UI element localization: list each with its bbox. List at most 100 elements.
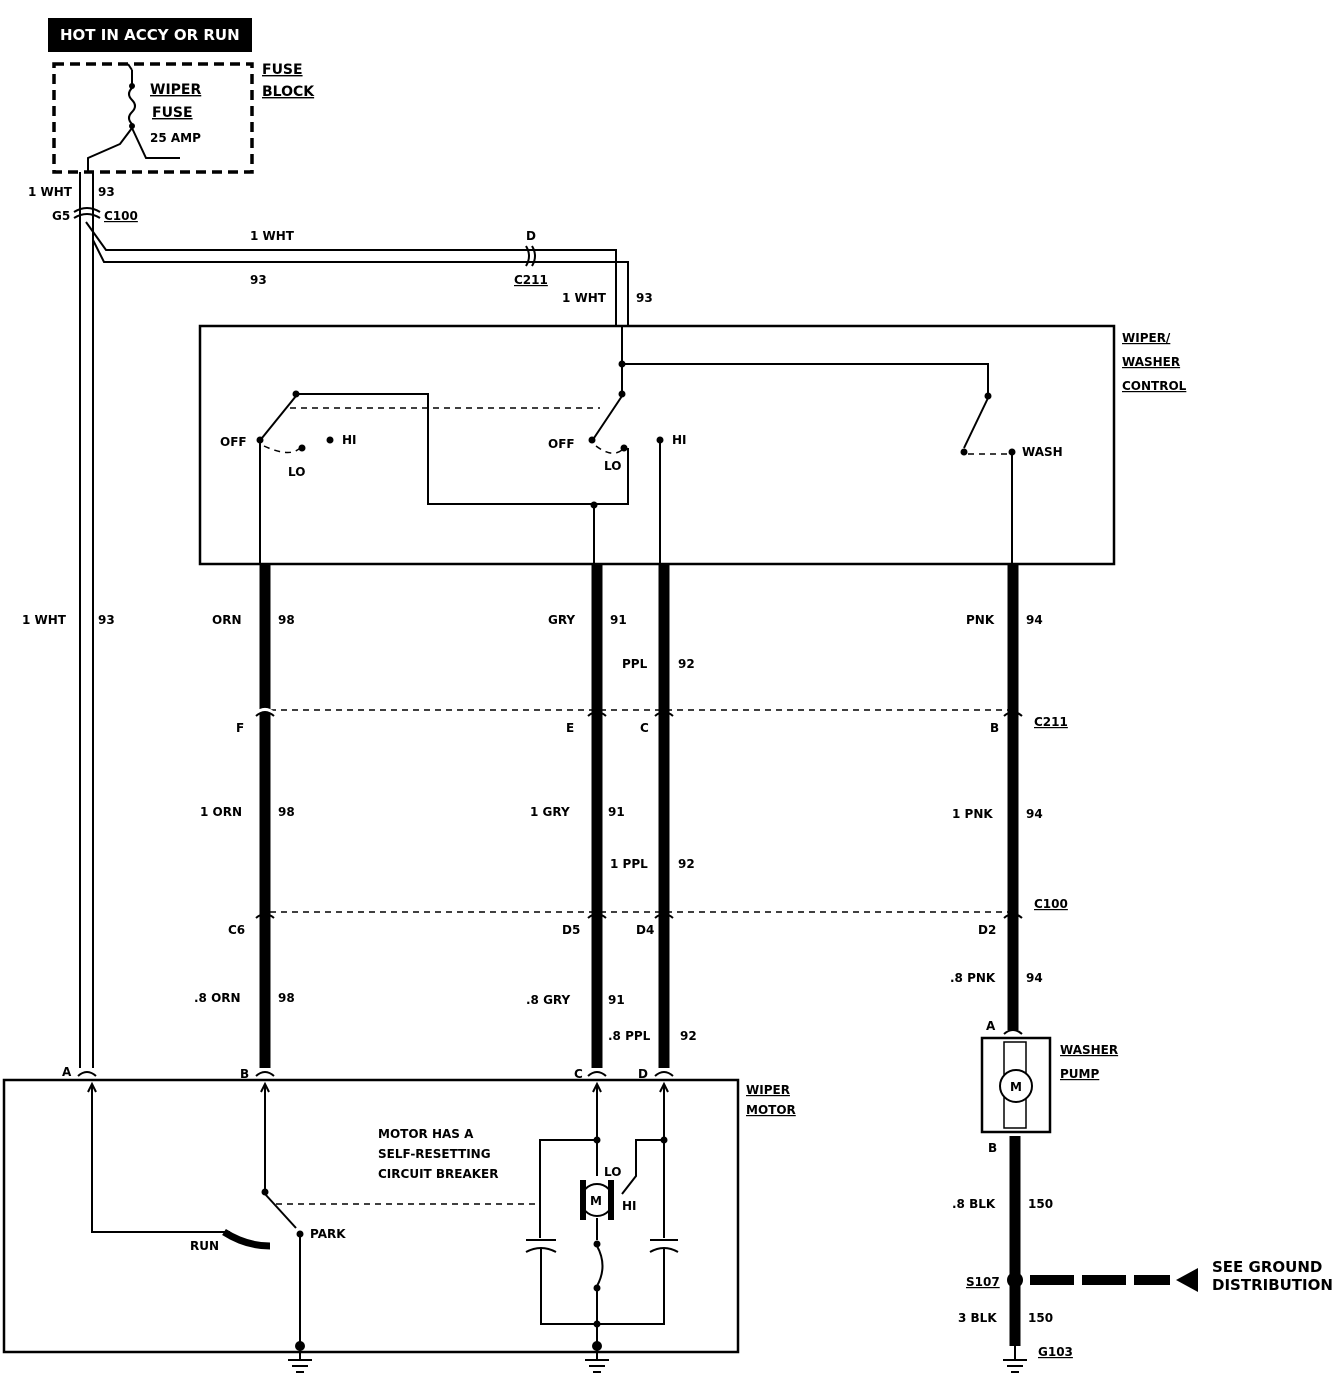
upper-pnk: PNK bbox=[966, 613, 995, 627]
fuse-icon bbox=[87, 63, 180, 172]
c211-label: C211 bbox=[1034, 715, 1068, 729]
c211-pin-c: C bbox=[640, 721, 649, 735]
wiper-motor: WIPER MOTOR A B C D RUN PARK MOTOR HAS A… bbox=[2, 1065, 796, 1373]
upper-gry: GRY bbox=[548, 613, 575, 627]
lower-ppl-ckt: 92 bbox=[680, 1029, 697, 1043]
wiper-washer-control: WIPER/ WASHER CONTROL OFF LO HI bbox=[198, 324, 1187, 566]
mid-orn: 1 ORN bbox=[200, 805, 242, 819]
wash-label: WASH bbox=[1022, 445, 1063, 459]
mid-pnk: 1 PNK bbox=[952, 807, 993, 821]
splice-s107 bbox=[1007, 1272, 1023, 1288]
control-label-2: WASHER bbox=[1122, 355, 1180, 369]
ground-heavy: 3 BLK bbox=[958, 1311, 997, 1325]
motor-label-1: WIPER bbox=[746, 1083, 790, 1097]
ground-blk: .8 BLK bbox=[952, 1197, 996, 1211]
upper-ppl: PPL bbox=[622, 657, 648, 671]
control-label-1: WIPER/ bbox=[1122, 331, 1171, 345]
motor-m: M bbox=[590, 1194, 602, 1208]
branch-c211-label: C211 bbox=[514, 273, 548, 287]
upper-wire-labels: ORN 98 GRY 91 PPL 92 PNK 94 bbox=[212, 613, 1043, 671]
feed-wire-93: 1 WHT 93 G5 C100 1 WHT 93 D C211 1 WHT 9… bbox=[22, 172, 653, 1068]
c211-pin-b: B bbox=[990, 721, 999, 735]
sw2-off: OFF bbox=[548, 437, 575, 451]
c100-connector-row: C6 D5 D4 D2 C100 bbox=[228, 897, 1068, 937]
mid-ppl: 1 PPL bbox=[610, 857, 648, 871]
upper-gry-ckt: 91 bbox=[610, 613, 627, 627]
lower-ppl: .8 PPL bbox=[608, 1029, 651, 1043]
motor-lo: LO bbox=[604, 1165, 621, 1179]
mid-orn-ckt: 98 bbox=[278, 805, 295, 819]
lower-gry-ckt: 91 bbox=[608, 993, 625, 1007]
ground-circuit: .8 BLK 150 S107 SEE GROUND DISTRIBUTION … bbox=[952, 1136, 1333, 1373]
c211-connector-row: F E C B C211 bbox=[236, 708, 1068, 735]
motor-pin-d: D bbox=[638, 1067, 648, 1081]
feed-c100-label: C100 bbox=[104, 209, 138, 223]
fuse-block-label-1: FUSE bbox=[262, 62, 303, 78]
feed-color-top: 1 WHT bbox=[28, 185, 73, 199]
lower-orn-ckt: 98 bbox=[278, 991, 295, 1005]
mid-ppl-ckt: 92 bbox=[678, 857, 695, 871]
motor-note-2: SELF-RESETTING bbox=[378, 1147, 491, 1161]
upper-ppl-ckt: 92 bbox=[678, 657, 695, 671]
branch-circuit: 93 bbox=[250, 273, 267, 287]
lower-orn: .8 ORN bbox=[194, 991, 241, 1005]
c100-pin-d5: D5 bbox=[562, 923, 580, 937]
sw2-lo: LO bbox=[604, 459, 621, 473]
power-header: HOT IN ACCY OR RUN bbox=[48, 18, 252, 52]
motor-park: PARK bbox=[310, 1227, 346, 1241]
pump-m: M bbox=[1010, 1080, 1022, 1094]
upper-pnk-ckt: 94 bbox=[1026, 613, 1043, 627]
ground-heavy-ckt: 150 bbox=[1028, 1311, 1053, 1325]
ground-blk-ckt: 150 bbox=[1028, 1197, 1053, 1211]
upper-orn-ckt: 98 bbox=[278, 613, 295, 627]
ground-icon-g103 bbox=[1003, 1346, 1027, 1373]
feed-color-long: 1 WHT bbox=[22, 613, 67, 627]
mid-gry: 1 GRY bbox=[530, 805, 570, 819]
ground-g103: G103 bbox=[1038, 1345, 1073, 1359]
wiper-fuse-label-2: FUSE bbox=[152, 105, 193, 121]
header-title: HOT IN ACCY OR RUN bbox=[60, 26, 240, 44]
c211-pin-f: F bbox=[236, 721, 244, 735]
motor-note-1: MOTOR HAS A bbox=[378, 1127, 474, 1141]
c100-pin-d4: D4 bbox=[636, 923, 654, 937]
motor-label-2: MOTOR bbox=[746, 1103, 796, 1117]
pump-pin-a: A bbox=[986, 1019, 996, 1033]
see-ground-1: SEE GROUND bbox=[1212, 1258, 1322, 1276]
splice-label: S107 bbox=[966, 1275, 1000, 1289]
mid-gry-ckt: 91 bbox=[608, 805, 625, 819]
feed-circuit-top: 93 bbox=[98, 185, 115, 199]
c100-pin-c6: C6 bbox=[228, 923, 245, 937]
motor-hi: HI bbox=[622, 1199, 637, 1213]
lower-gry: .8 GRY bbox=[526, 993, 571, 1007]
c211-pin-e: E bbox=[566, 721, 574, 735]
c100-pin-d2: D2 bbox=[978, 923, 996, 937]
control-label-3: CONTROL bbox=[1122, 379, 1187, 393]
branch-color: 1 WHT bbox=[250, 229, 295, 243]
feed-c100-pin: G5 bbox=[52, 209, 70, 223]
washer-pump: M A B WASHER PUMP bbox=[980, 1019, 1118, 1155]
fuse-block-label-2: BLOCK bbox=[262, 84, 315, 100]
branch-c211-pin: D bbox=[526, 229, 536, 243]
motor-run: RUN bbox=[190, 1239, 219, 1253]
ground-icon-motor bbox=[585, 1350, 609, 1373]
sw1-hi: HI bbox=[342, 433, 357, 447]
motor-pin-c: C bbox=[574, 1067, 583, 1081]
switch-feed-circuit: 93 bbox=[636, 291, 653, 305]
arrow-icon bbox=[1176, 1268, 1198, 1292]
motor-icon: M bbox=[580, 1180, 614, 1220]
lower-wire-labels: .8 ORN 98 .8 GRY 91 .8 PPL 92 .8 PNK 94 bbox=[194, 971, 1043, 1043]
mid-pnk-ckt: 94 bbox=[1026, 807, 1043, 821]
wiper-fuse-label-1: WIPER bbox=[150, 82, 201, 98]
mid-wire-labels: 1 ORN 98 1 GRY 91 1 PPL 92 1 PNK 94 bbox=[200, 805, 1043, 871]
switch-1: OFF LO HI bbox=[220, 390, 600, 564]
motor-pin-a: A bbox=[62, 1065, 72, 1079]
pump-pin-b: B bbox=[988, 1141, 997, 1155]
feed-circuit-long: 93 bbox=[98, 613, 115, 627]
sw2-hi: HI bbox=[672, 433, 687, 447]
motor-note-3: CIRCUIT BREAKER bbox=[378, 1167, 499, 1181]
ground-icon-park bbox=[288, 1350, 312, 1373]
lower-pnk-ckt: 94 bbox=[1026, 971, 1043, 985]
fuse-block: FUSE BLOCK WIPER FUSE 25 AMP bbox=[52, 62, 315, 174]
upper-orn: ORN bbox=[212, 613, 241, 627]
